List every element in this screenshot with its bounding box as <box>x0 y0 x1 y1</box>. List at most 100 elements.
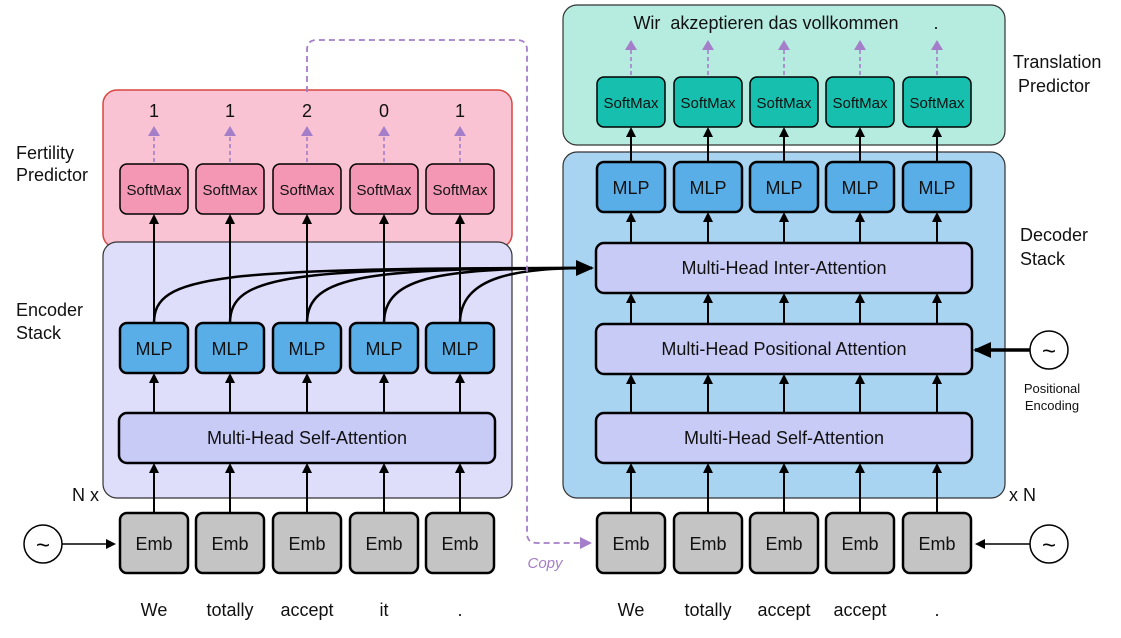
decoder-mlp-box <box>748 160 820 214</box>
decoder-emb-box <box>824 511 896 575</box>
translation-output-text: Wir akzeptieren das vollkommen <box>633 13 898 33</box>
encoder-emb-label: Emb <box>211 534 248 554</box>
decoder-mlp-label: MLP <box>612 178 649 198</box>
encoder-emb-box <box>424 511 496 575</box>
decoder-inter-attention-label: Multi-Head Inter-Attention <box>681 258 886 278</box>
softmax-to-fertility-arrow-head <box>454 126 466 136</box>
translation-softmax-label: SoftMax <box>832 95 888 112</box>
translation-softmax-label: SoftMax <box>680 95 736 112</box>
translation-softmax-box <box>902 76 972 128</box>
decoder-mlp-box <box>672 160 744 214</box>
decoder-stack-label-1: Decoder <box>1020 225 1088 245</box>
encoder-emb-box <box>271 511 343 575</box>
translation-output-final-token: . <box>933 13 938 33</box>
encoder-mlp-box <box>118 321 190 375</box>
softmax-to-fertility-arrow-head <box>301 126 313 136</box>
decoder-input-word: accept <box>833 600 886 620</box>
fertility-predictor-label-2: Predictor <box>16 165 88 185</box>
decoder-repeat-label: x N <box>1009 485 1036 505</box>
decoder-positional-attention-label: Multi-Head Positional Attention <box>661 339 906 359</box>
encoder-emb-label: Emb <box>365 534 402 554</box>
positional-encoding-label-2: Encoding <box>1025 398 1079 413</box>
fertility-value: 1 <box>149 101 159 121</box>
decoder-mlp-label: MLP <box>918 178 955 198</box>
decoder-stack-label-2: Stack <box>1020 249 1066 269</box>
positional-attention-oscillator: ~ <box>1029 330 1069 370</box>
fertility-value: 0 <box>379 101 389 121</box>
translation-softmax-box <box>749 76 819 128</box>
fertility-softmax-box <box>349 163 419 215</box>
encoder-mlp-box <box>424 321 496 375</box>
decoder-input-word: totally <box>684 600 731 620</box>
fertility-value: 1 <box>225 101 235 121</box>
decoder-emb-box <box>595 511 667 575</box>
connector-arrows <box>148 40 943 513</box>
translation-predictor-label-2: Predictor <box>1018 76 1090 96</box>
encoder-stack-label-2: Stack <box>16 323 62 343</box>
encoder-input-word: . <box>457 600 462 620</box>
encoder-emb-label: Emb <box>441 534 478 554</box>
decoder-emb-label: Emb <box>765 534 802 554</box>
decoder-emb-label: Emb <box>841 534 878 554</box>
fertility-softmax-label: SoftMax <box>432 182 488 199</box>
encoder-to-inter-attention-connector <box>382 266 593 324</box>
encoder-input-word: accept <box>280 600 333 620</box>
decoder-emb-label: Emb <box>689 534 726 554</box>
encoder-repeat-label: N x <box>72 485 99 505</box>
encoder-emb-label: Emb <box>288 534 325 554</box>
fertility-softmax-label: SoftMax <box>279 182 335 199</box>
translation-softmax-box <box>596 76 666 128</box>
translation-softmax-label: SoftMax <box>909 95 965 112</box>
fertility-softmax-label: SoftMax <box>126 182 182 199</box>
fertility-softmax-label: SoftMax <box>356 182 412 199</box>
encoder-input-word: totally <box>206 600 253 620</box>
decoder-emb-box <box>901 511 973 575</box>
decoder-mlp-box <box>824 160 896 214</box>
decoder-mlp-box <box>595 160 667 214</box>
encoder-positional-oscillator: ~ <box>23 524 63 564</box>
encoder-emb-box <box>194 511 266 575</box>
encoder-input-word: We <box>141 600 168 620</box>
fertility-predictor-label-1: Fertility <box>16 143 74 163</box>
softmax-to-output-arrow-head <box>931 40 943 50</box>
translation-softmax-label: SoftMax <box>756 95 812 112</box>
encoder-to-inter-attention-connector <box>458 266 593 324</box>
fertility-softmax-box <box>195 163 265 215</box>
decoder-mlp-label: MLP <box>765 178 802 198</box>
decoder-positional-oscillator: ~ <box>1029 524 1069 564</box>
fertility-softmax-box <box>425 163 495 215</box>
translation-predictor-label-1: Translation <box>1013 52 1101 72</box>
softmax-to-fertility-arrow-head <box>224 126 236 136</box>
fertility-softmax-box <box>272 163 342 215</box>
encoder-mlp-box <box>194 321 266 375</box>
encoder-mlp-box <box>271 321 343 375</box>
encoder-emb-label: Emb <box>135 534 172 554</box>
softmax-to-fertility-arrow-head <box>378 126 390 136</box>
oscillator-symbol: ~ <box>36 532 50 559</box>
softmax-to-output-arrow-head <box>778 40 790 50</box>
oscillator-symbol: ~ <box>1042 338 1056 365</box>
softmax-to-output-arrow-head <box>702 40 714 50</box>
copy-arrow <box>306 39 592 549</box>
decoder-input-word: We <box>618 600 645 620</box>
decoder-emb-box <box>672 511 744 575</box>
encoder-mlp-label: MLP <box>365 339 402 359</box>
decoder-input-word: . <box>934 600 939 620</box>
encoder-emb-box <box>118 511 190 575</box>
softmax-to-output-arrow-head <box>854 40 866 50</box>
softmax-to-output-arrow-head <box>625 40 637 50</box>
encoder-stack-label-1: Encoder <box>16 300 83 320</box>
decoder-emb-box <box>748 511 820 575</box>
encoder-mlp-label: MLP <box>288 339 325 359</box>
decoder-input-word: accept <box>757 600 810 620</box>
fertility-softmax-label: SoftMax <box>202 182 258 199</box>
translation-softmax-box <box>673 76 743 128</box>
decoder-emb-label: Emb <box>612 534 649 554</box>
translation-softmax-box <box>825 76 895 128</box>
softmax-to-fertility-arrow-head <box>148 126 160 136</box>
encoder-input-word: it <box>380 600 389 620</box>
decoder-emb-label: Emb <box>918 534 955 554</box>
encoder-mlp-label: MLP <box>135 339 172 359</box>
oscillator-symbol: ~ <box>1042 532 1056 559</box>
